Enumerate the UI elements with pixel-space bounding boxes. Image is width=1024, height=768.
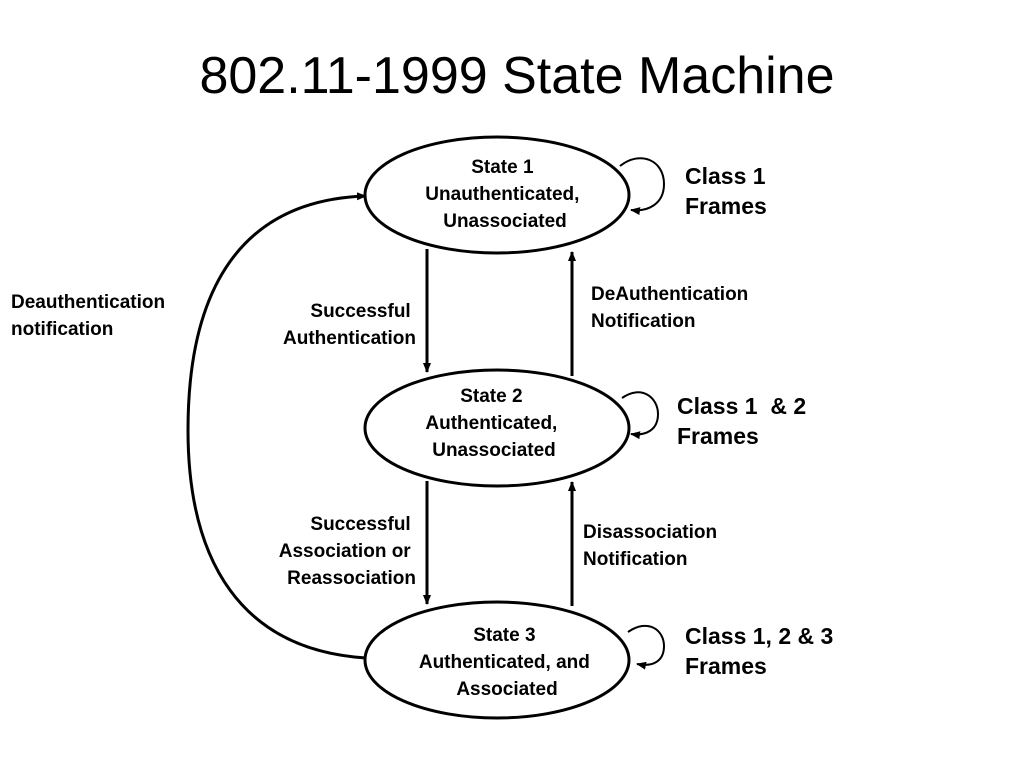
self-loop-state-1 [619,157,666,216]
label-assoc-success-line-1: Successful [310,514,410,535]
label-assoc-success-line-3: Reassociation [287,568,416,589]
frame-class-state-3: Class 1, 2 & 3 Frames [685,623,840,679]
label-disassoc-line-2: Notification [583,549,688,570]
self-loop-state-2 [621,391,660,440]
frame-class-state-3-line-1: Class 1, 2 & 3 [685,623,833,649]
state-1-line-1: State 1 [471,157,534,178]
label-assoc-success: Successful Association or Reassociation [279,514,416,589]
label-deauth-left: Deauthentication notification [11,292,170,340]
state-3-label: State 3 Authenticated, and Associated [419,625,595,700]
state-2-line-2: Authenticated, [425,413,557,434]
self-loop-state-3 [627,625,666,670]
label-deauth-left-line-1: Deauthentication [11,292,165,313]
label-disassoc: Disassociation Notification [583,522,722,570]
slide-title: 802.11-1999 State Machine [199,47,834,105]
state-3-ellipse [363,600,631,720]
label-auth-success-line-2: Authentication [283,328,416,349]
state-3-line-1: State 3 [473,625,535,646]
label-deauth-right-line-1: DeAuthentication [591,284,748,305]
state-2-line-1: State 2 [460,386,522,407]
label-deauth-right: DeAuthentication Notification [591,284,754,332]
state-1-line-3: Unassociated [443,211,567,232]
state-1-label: State 1 Unauthenticated, Unassociated [425,157,584,232]
frame-class-state-3-line-2: Frames [685,653,767,679]
frame-class-state-2-line-2: Frames [677,423,759,449]
state-2-ellipse [363,368,631,488]
label-assoc-success-line-2: Association or [279,541,412,562]
arrow-state3-to-state1 [186,192,367,660]
label-deauth-left-line-2: notification [11,319,113,340]
label-deauth-right-line-2: Notification [591,311,696,332]
frame-class-state-2-line-1: Class 1 & 2 [677,393,806,419]
state-3-line-2: Authenticated, and [419,652,590,673]
state-2-line-3: Unassociated [432,440,556,461]
state-2-label: State 2 Authenticated, Unassociated [425,386,562,461]
frame-class-state-1-line-2: Frames [685,193,767,219]
label-auth-success-line-1: Successful [310,301,410,322]
frame-class-state-1-line-1: Class 1 [685,163,766,189]
frame-class-state-1: Class 1 Frames [685,163,772,219]
state-1-line-2: Unauthenticated, [425,184,579,205]
label-auth-success: Successful Authentication [283,301,416,349]
frame-class-state-2: Class 1 & 2 Frames [677,393,813,449]
state-3-line-3: Associated [456,679,557,700]
label-disassoc-line-1: Disassociation [583,522,717,543]
